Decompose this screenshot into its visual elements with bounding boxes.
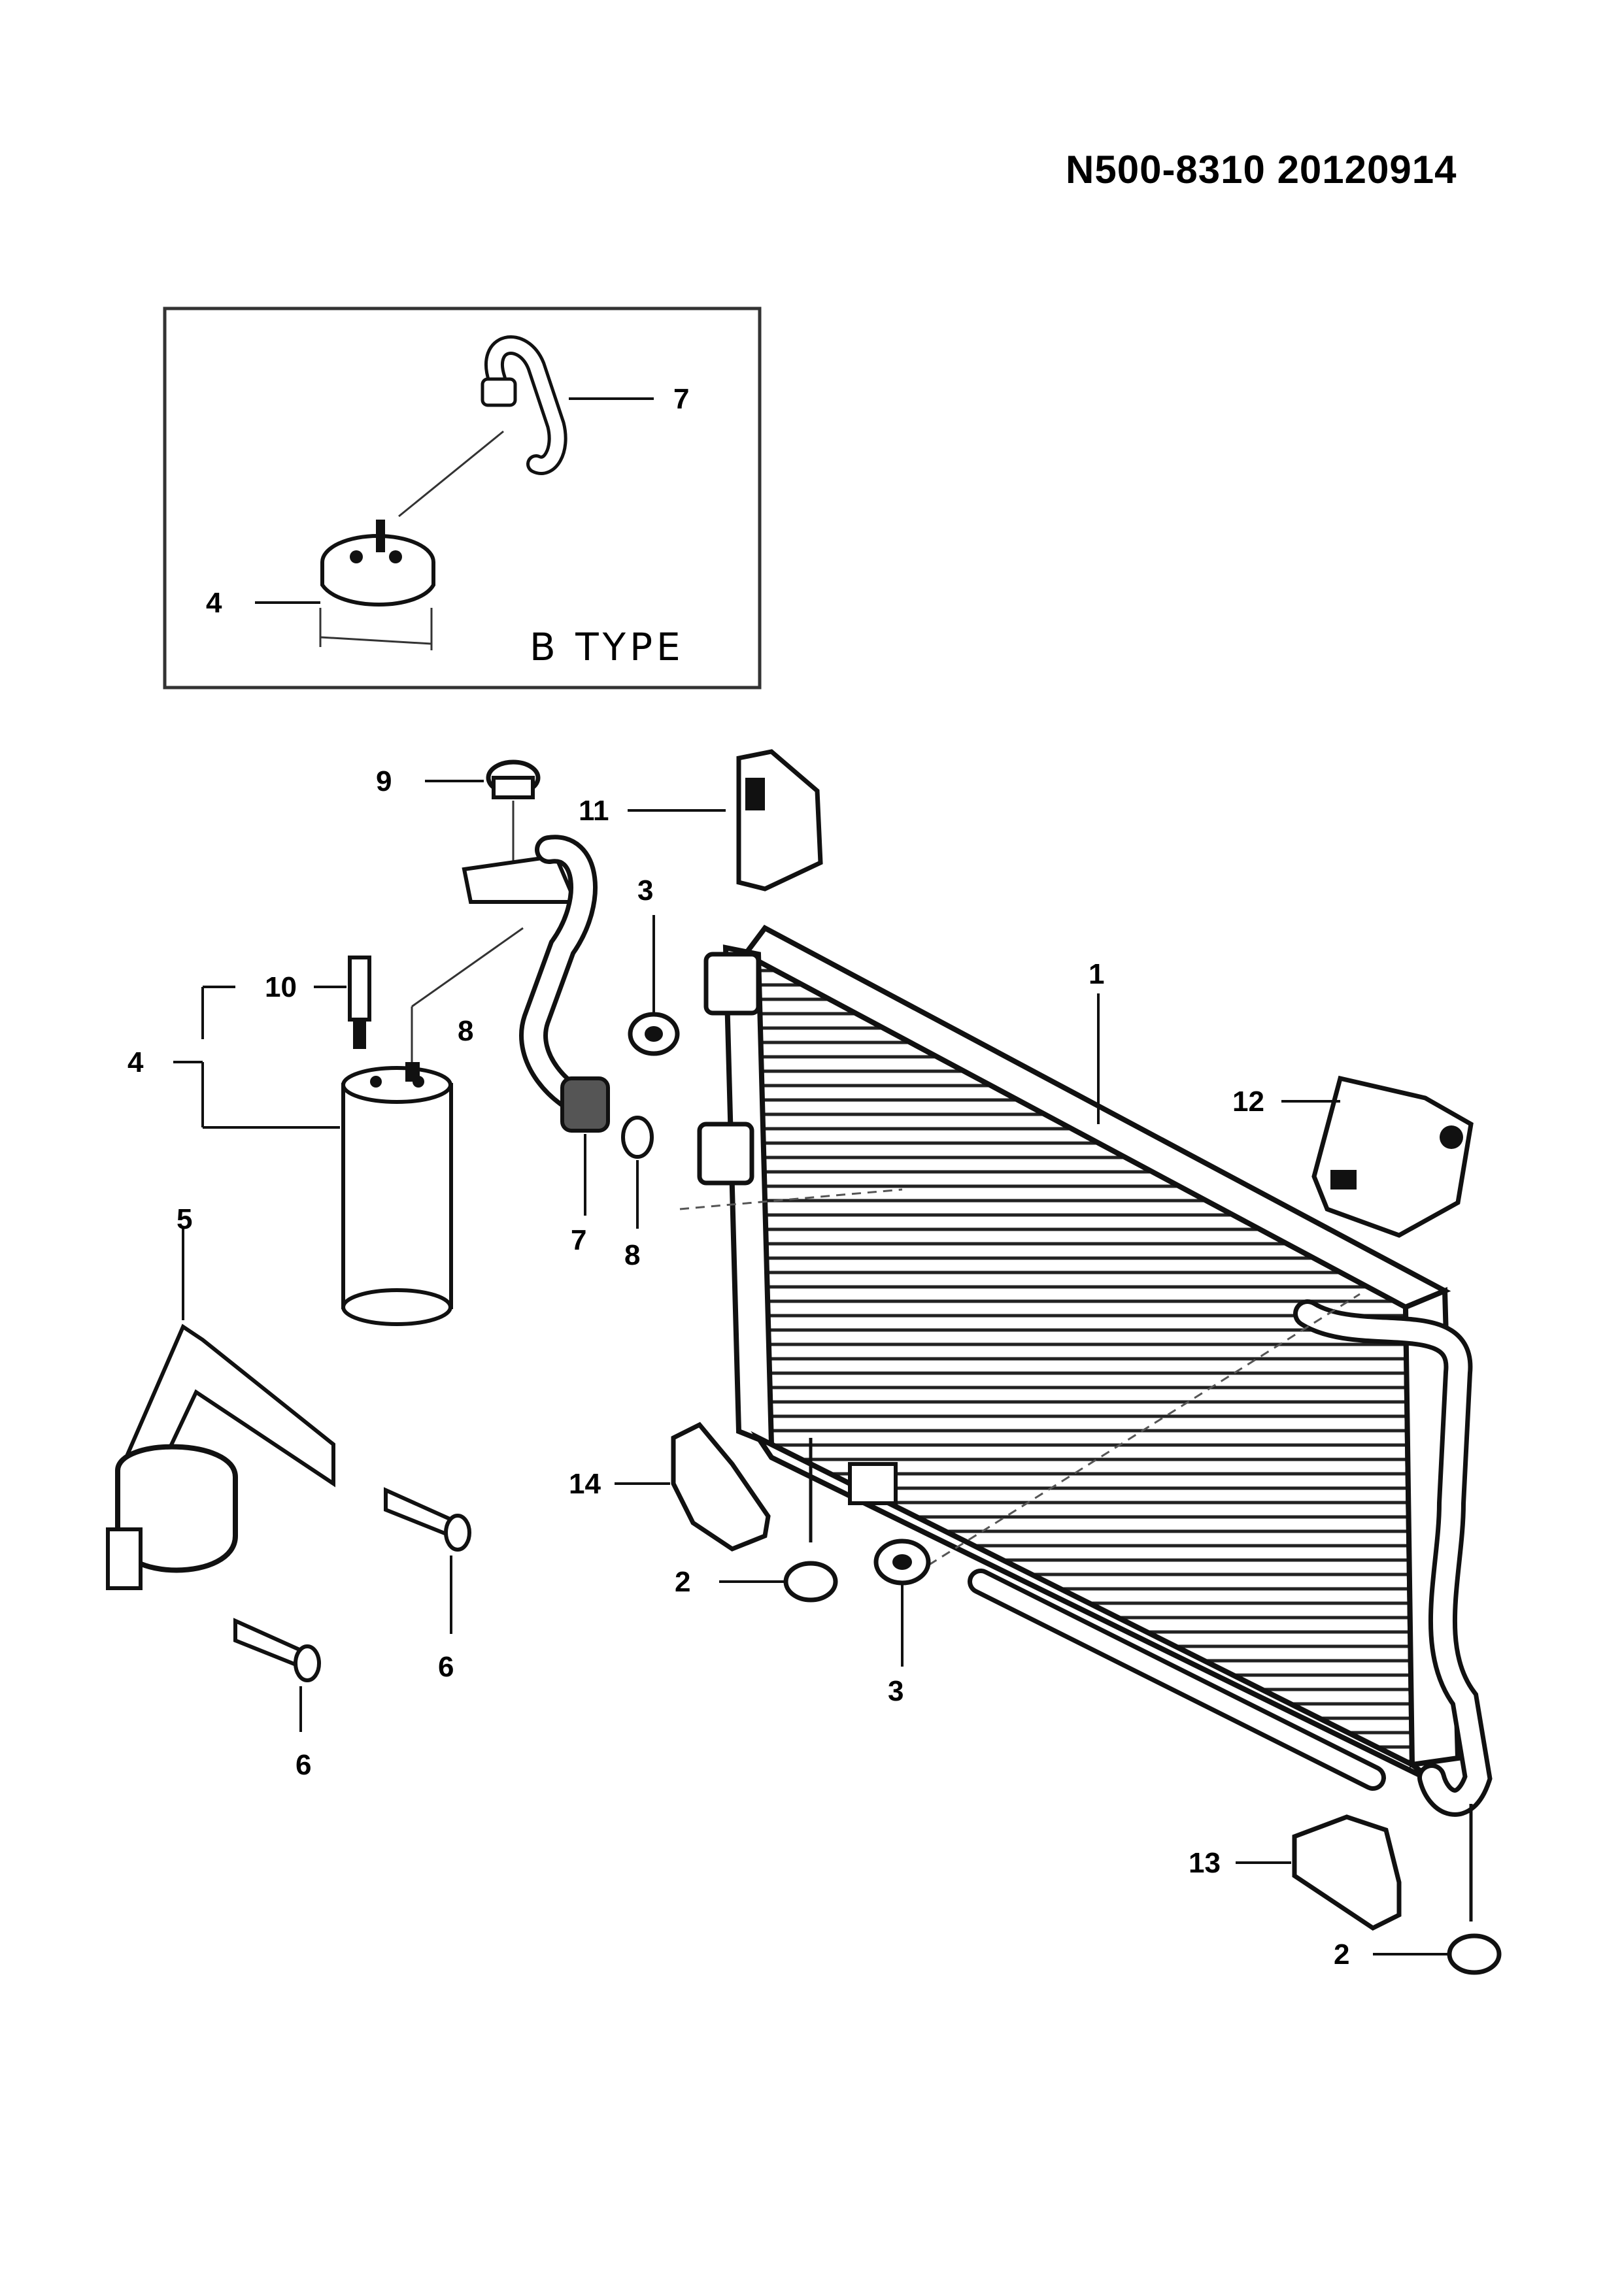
assembly-dashed-line-1 [679, 1188, 903, 1210]
nut-right-2: 2 [1334, 1933, 1502, 1975]
cap-9: 9 [376, 759, 541, 869]
assembly-dashed-line-2 [902, 1293, 1360, 1583]
drier-bottom [341, 1288, 452, 1326]
drier-top [341, 1066, 452, 1104]
nut-bottom-3: 3 [873, 1539, 931, 1707]
clip-12: 12 [1232, 1075, 1474, 1238]
callout-14: 14 [569, 1468, 601, 1500]
callout-10: 10 [265, 971, 297, 1003]
inset-hose-fitting [481, 377, 517, 407]
bolt-upper-shank [384, 1487, 453, 1539]
oring-lower-8: 8 [621, 1116, 654, 1271]
inset-hose [488, 339, 564, 472]
receiver-drier-4: 4 [127, 986, 453, 1326]
bolt-lower-head [294, 1644, 321, 1682]
document-code: N500-8310 20120914 [1066, 148, 1457, 191]
callout-12: 12 [1232, 1086, 1264, 1118]
oring-upper-8: 8 [458, 1015, 473, 1047]
callout-8-upper: 8 [458, 1015, 473, 1047]
hose-leader [411, 927, 524, 1008]
mount-11: 11 [579, 749, 823, 891]
drier-cylinder [341, 1083, 453, 1309]
callout-6-upper: 6 [438, 1651, 454, 1683]
condenser-assembly: 1 [679, 924, 1493, 1922]
inset-callout-7: 7 [673, 383, 689, 415]
inset-type-label: B TYPE [530, 625, 684, 669]
pressure-switch-10: 10 [265, 956, 371, 1049]
bolt-lower-shank [233, 1618, 303, 1670]
callout-5: 5 [177, 1203, 192, 1235]
hose-end-fitting [560, 1076, 610, 1133]
clip-body [1311, 1075, 1474, 1238]
callout-2-left: 2 [675, 1566, 690, 1598]
callout-3-bottom: 3 [888, 1675, 904, 1707]
hose-body [524, 839, 598, 1114]
switch-body [348, 956, 371, 1022]
inset-drier-body [320, 562, 435, 607]
callout-13: 13 [1189, 1847, 1221, 1879]
callout-9: 9 [376, 765, 392, 797]
callout-1: 1 [1089, 958, 1104, 990]
callout-3-top: 3 [637, 874, 653, 907]
inset-callout-4: 4 [206, 587, 222, 619]
bolt-lower-6: 6 [233, 1618, 321, 1781]
callout-8-lower: 8 [624, 1239, 640, 1271]
nut-left-2: 2 [675, 1561, 838, 1603]
upper-inlet-fitting [703, 952, 761, 1016]
insulator-13-body [1292, 1814, 1402, 1931]
bottom-pipe [972, 1573, 1381, 1786]
mount-body [736, 749, 823, 891]
nut-top-3: 3 [628, 874, 680, 1056]
insulator-14: 14 [569, 1422, 771, 1552]
hose-7: 7 [411, 835, 610, 1256]
inset-port-2 [389, 550, 402, 563]
inset-leader-line [398, 430, 504, 518]
callout-4: 4 [127, 1046, 144, 1078]
lower-inlet-fitting [697, 1122, 754, 1186]
callout-11: 11 [579, 795, 609, 827]
callout-7: 7 [571, 1224, 586, 1256]
bolt-upper-6: 6 [384, 1487, 471, 1683]
condenser-pipe [1298, 1304, 1488, 1812]
bottom-foot [848, 1462, 898, 1505]
inset-drier-stud [376, 520, 385, 552]
inset-frame [163, 307, 762, 690]
callout-2-right: 2 [1334, 1938, 1349, 1971]
callout-6-lower: 6 [296, 1749, 311, 1781]
inset-port-1 [350, 550, 363, 563]
bolt-upper-head [444, 1514, 471, 1552]
bracket-5: 5 [106, 1203, 335, 1590]
insulator-14-body [671, 1422, 771, 1552]
inset-dim-line [320, 636, 432, 645]
insulator-13: 13 [1189, 1814, 1402, 1931]
b-type-inset: 7 4 B TYPE [163, 307, 762, 690]
